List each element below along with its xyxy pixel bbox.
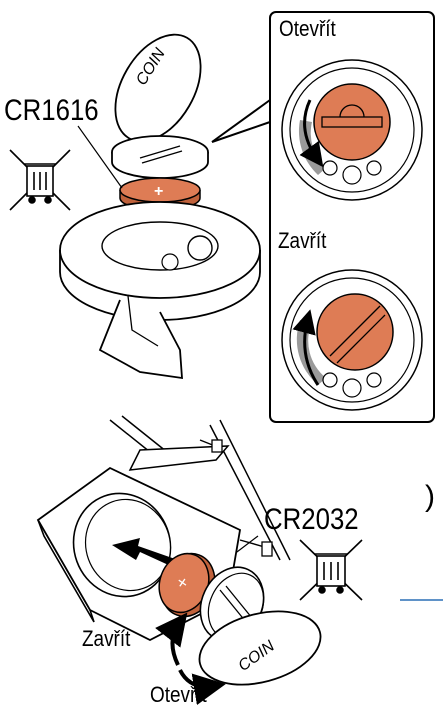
paren-mark: ) [425, 482, 435, 512]
bottom-open-label: Otevřít [150, 684, 207, 706]
top-close-label: Zavřít [278, 230, 326, 252]
top-open-label: Otevřít [279, 18, 336, 40]
top-housing [60, 202, 260, 378]
svg-text:+: + [154, 183, 163, 200]
top-cap [112, 136, 208, 178]
crossed-bin-icon [10, 150, 70, 210]
open-dial [282, 60, 422, 200]
top-battery-label: CR1616 [4, 96, 99, 126]
bottom-close-label: Zavřít [82, 628, 130, 650]
crossed-bin-icon [300, 540, 362, 600]
bottom-battery-label: CR2032 [264, 505, 359, 535]
close-dial [282, 270, 422, 410]
